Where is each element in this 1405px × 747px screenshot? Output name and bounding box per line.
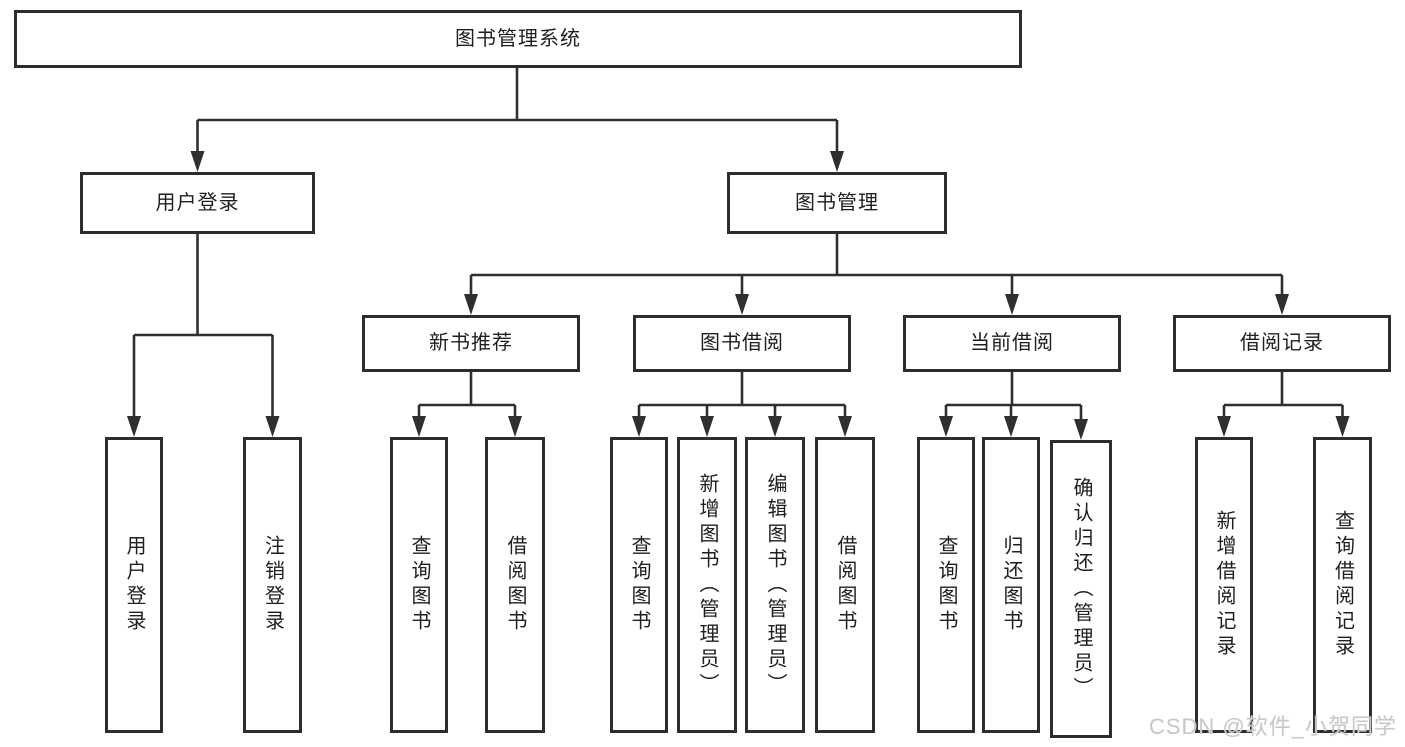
node-bb-query-book: 查询图书 [610,437,668,733]
arrowhead-icon [1004,416,1018,437]
node-current-borrow: 当前借阅 [903,315,1121,372]
node-label: 新增借阅记录 [1213,510,1235,660]
node-label: 用户登录 [123,535,145,635]
node-rec-query-book: 查询图书 [390,437,448,733]
node-label: 查询图书 [408,535,430,635]
arrowhead-icon [735,294,749,315]
node-bb-edit-book: 编辑图书（管理员） [745,437,805,733]
node-label: 借阅图书 [504,535,526,635]
node-label: 注销登录 [261,535,284,635]
watermark-text: CSDN @软件_小贺同学 [1148,714,1397,739]
node-leaf-logout: 注销登录 [243,437,302,733]
arrowhead-icon [1335,416,1350,437]
arrowhead-icon [1217,416,1231,437]
arrowhead-icon [265,416,280,437]
node-label: 查询图书 [935,535,957,635]
node-leaf-user-login: 用户登录 [105,437,163,733]
node-new-book-rec: 新书推荐 [362,315,580,372]
node-label: 新增图书（管理员） [696,472,718,698]
arrowhead-icon [190,151,205,172]
arrowhead-icon [508,416,522,437]
arrowhead-icon [838,416,852,437]
arrowhead-icon [1074,419,1088,440]
node-label: 借阅记录 [1240,332,1324,354]
arrowhead-icon [1275,294,1289,315]
node-label: 图书管理系统 [455,27,581,50]
arrowhead-icon [830,151,844,172]
node-label: 当前借阅 [970,332,1054,354]
node-label: 新书推荐 [429,332,513,354]
node-borrow-records: 借阅记录 [1173,315,1391,372]
node-label: 归还图书 [1000,535,1022,635]
arrowhead-icon [127,416,141,437]
node-rec-borrow-book: 借阅图书 [485,437,545,733]
node-cb-return-book: 归还图书 [982,437,1040,733]
arrowhead-icon [464,294,478,315]
arrowhead-icon [412,416,426,437]
node-label: 借阅图书 [834,535,856,635]
node-root: 图书管理系统 [14,10,1022,68]
node-label: 图书借阅 [700,332,784,354]
arrowhead-icon [632,416,646,437]
arrowhead-icon [768,416,782,437]
node-cb-confirm: 确认归还（管理员） [1050,440,1112,738]
node-label: 查询借阅记录 [1331,510,1354,660]
node-user-login: 用户登录 [80,172,315,234]
node-label: 查询图书 [628,535,650,635]
node-br-query-record: 查询借阅记录 [1313,437,1372,733]
arrowhead-icon [700,416,714,437]
node-book-mgmt: 图书管理 [727,172,947,234]
arrowhead-icon [939,416,953,437]
node-bb-borrow-book: 借阅图书 [815,437,875,733]
node-label: 用户登录 [155,191,240,214]
node-label: 编辑图书（管理员） [764,472,786,698]
node-label: 确认归还（管理员） [1070,476,1092,702]
node-label: 图书管理 [795,191,879,214]
node-book-borrow: 图书借阅 [633,315,851,372]
arrowhead-icon [1005,294,1019,315]
node-br-add-record: 新增借阅记录 [1195,437,1253,733]
node-bb-add-book: 新增图书（管理员） [677,437,737,733]
node-cb-query-book: 查询图书 [917,437,975,733]
